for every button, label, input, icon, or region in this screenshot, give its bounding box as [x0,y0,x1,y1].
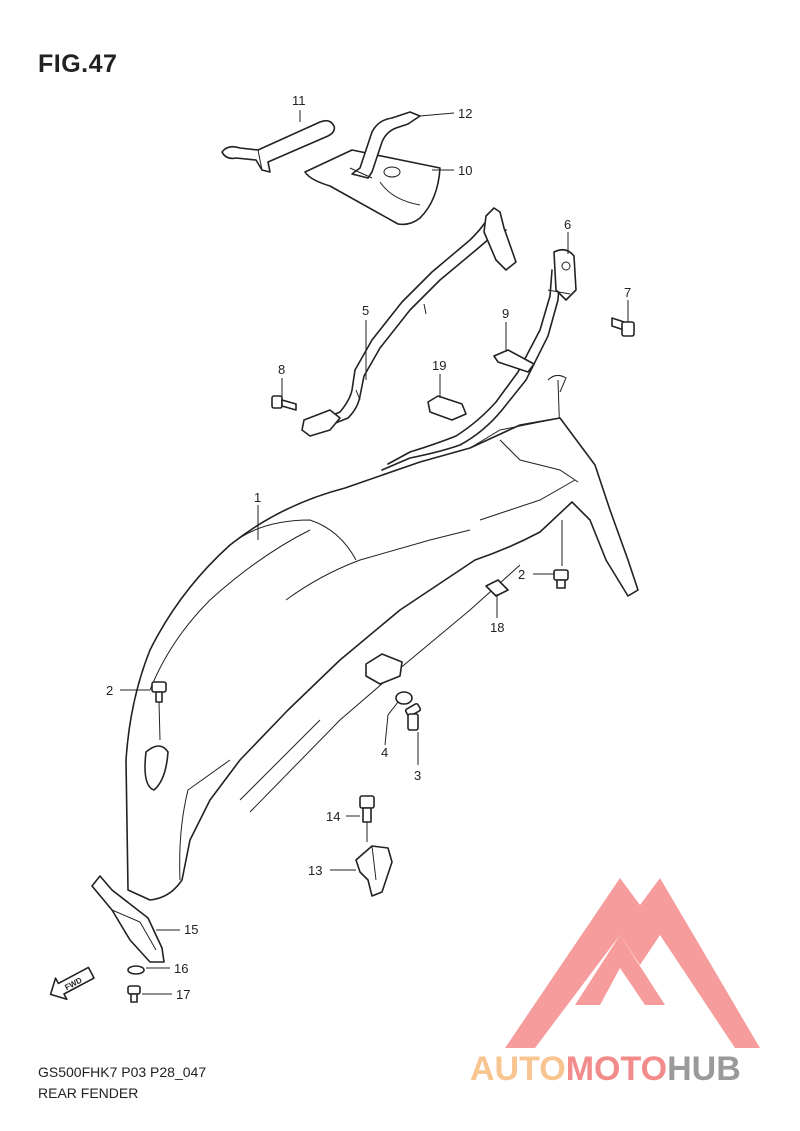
part-19-cushion [427,395,467,421]
figure-caption: REAR FENDER [38,1085,139,1101]
callout-5: 5 [362,303,369,318]
callout-13: 13 [308,863,322,878]
part-14-bolt [359,795,375,842]
callout-12: 12 [458,106,472,121]
callout-16: 16 [174,961,188,976]
callout-6: 6 [564,217,571,232]
callout-17: 17 [176,987,190,1002]
part-6-grab-rail [381,248,577,471]
part-3-bolt [404,702,422,731]
callout-2-left: 2 [106,683,113,698]
watermark-moto: MOTO [566,1050,667,1088]
watermark-logo: AUTOMOTOHUB [470,878,760,1088]
watermark-auto: AUTO [470,1050,566,1088]
part-2-bolt-left [151,681,167,741]
svg-text:AUTOMOTOHUB: AUTOMOTOHUB [470,1050,741,1088]
callout-labels: 1 2 2 3 4 5 6 7 8 9 10 11 12 13 14 15 16… [106,93,631,1002]
part-17-bolt [127,985,141,1003]
callout-14: 14 [326,809,340,824]
part-11-tool [221,119,336,173]
part-12-strap [349,111,421,179]
callout-2-right: 2 [518,567,525,582]
part-18-pad [485,579,509,597]
part-13-clamp [355,845,393,897]
model-code: GS500FHK7 P03 P28_047 [38,1064,207,1080]
callout-9: 9 [502,306,509,321]
part-1-rear-fender [125,417,639,901]
callout-7: 7 [624,285,631,300]
callout-15: 15 [184,922,198,937]
part-4-washer [395,691,413,705]
callout-10: 10 [458,163,472,178]
callout-4: 4 [381,745,388,760]
callout-8: 8 [278,362,285,377]
callout-19: 19 [432,358,446,373]
part-7-bolt [611,317,635,337]
callout-18: 18 [490,620,504,635]
callout-11: 11 [292,93,306,108]
part-8-bolt [271,395,297,411]
part-5-grab-rail [301,207,517,437]
watermark-hub: HUB [667,1050,741,1088]
part-15-bracket [91,875,165,963]
callout-1: 1 [254,490,261,505]
watermark-inner-icon [575,935,665,1005]
part-2-bolt-right [553,520,569,589]
fwd-arrow-icon: FWD [49,966,95,1001]
figure-title: FIG.47 [38,50,118,78]
part-10-cover [304,149,441,226]
watermark-triangle-icon [505,878,760,1048]
leader-lines [120,110,629,995]
part-16-washer [127,965,145,975]
callout-3: 3 [414,768,421,783]
